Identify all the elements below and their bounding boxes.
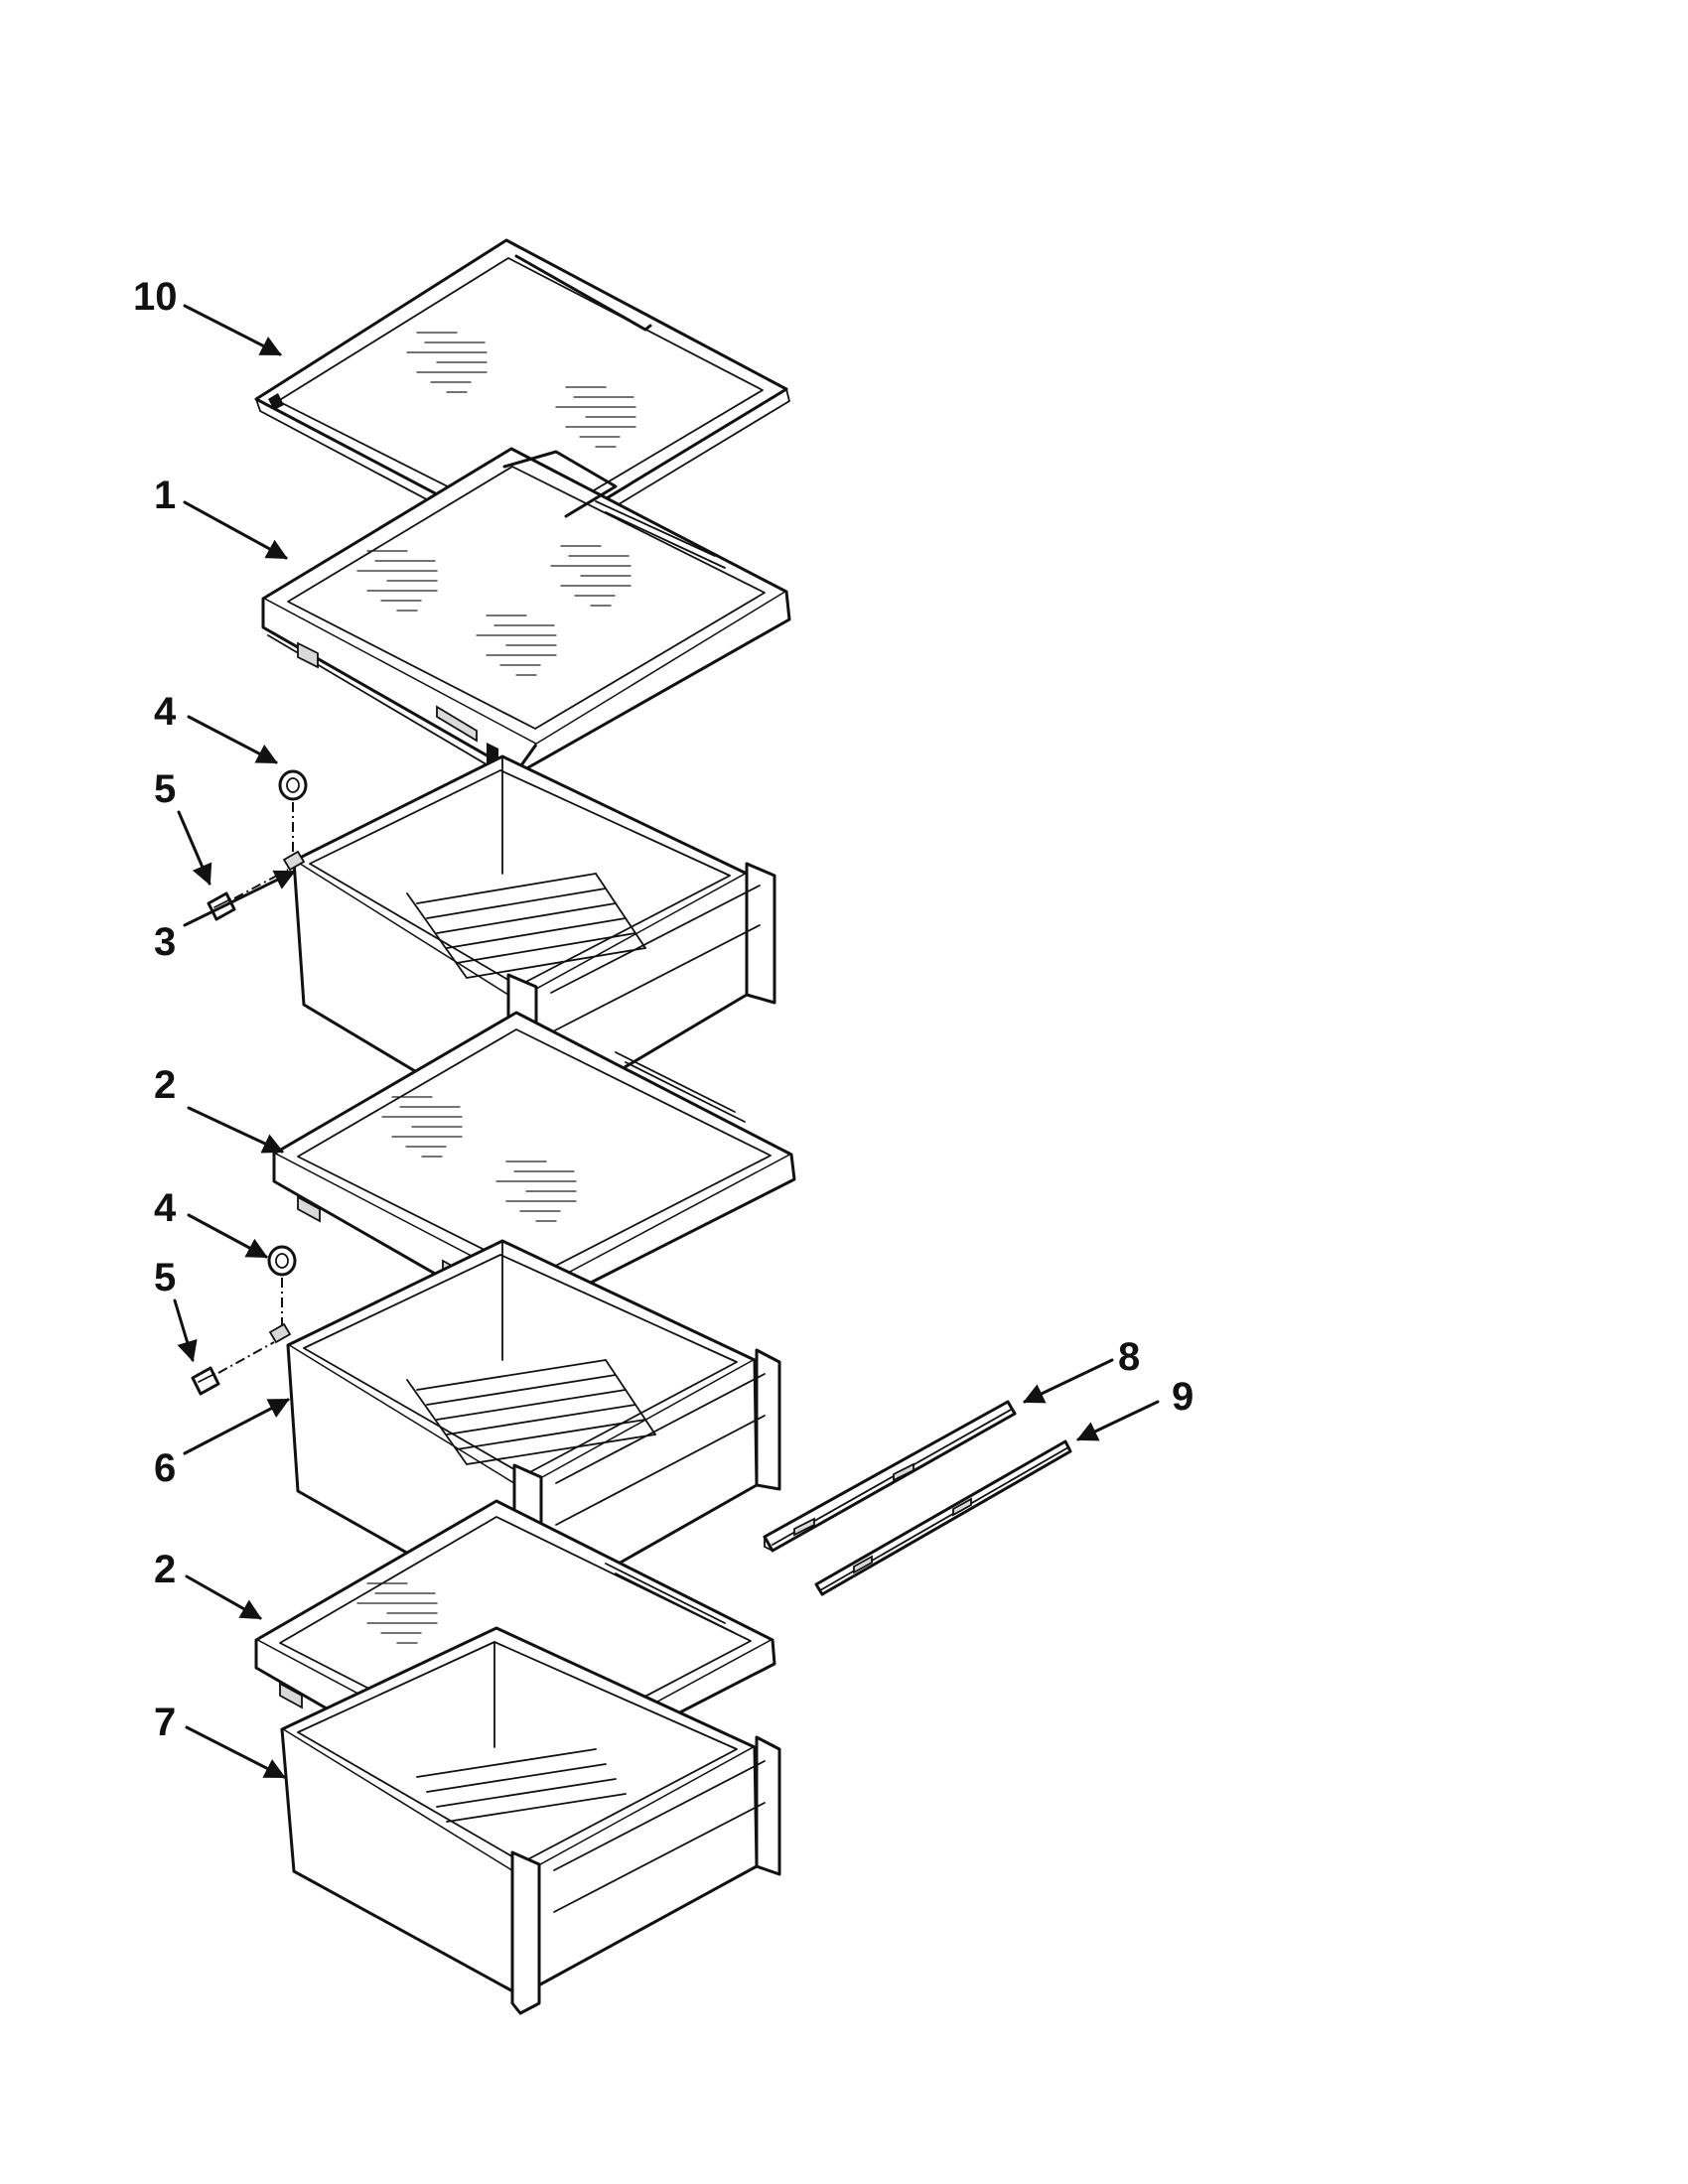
shelf-part-1 [261,447,791,777]
leader-5a [177,810,212,886]
slide-rail-part-8 [763,1400,1017,1553]
leader-2b [185,1574,262,1620]
callout-5b: 5 [154,1256,176,1299]
leader-3 [183,870,296,927]
callout-1: 1 [154,474,176,517]
roller-part-4-upper [278,769,308,852]
leader-1 [183,500,288,560]
leader-9 [1076,1400,1160,1441]
callout-labels: 10 1 4 5 3 2 4 5 6 8 9 2 7 [133,275,1194,1744]
leader-8 [1023,1358,1114,1404]
callout-2a: 2 [154,1063,176,1107]
bottom-drawer-part-7 [280,1626,781,2015]
leader-7 [185,1725,286,1779]
callout-4a: 4 [154,690,177,734]
leader-2a [187,1106,284,1154]
callout-leaders [173,304,1160,1779]
callout-2b: 2 [154,1548,176,1591]
callout-10: 10 [133,275,178,319]
callout-5a: 5 [154,767,176,811]
callout-6: 6 [154,1446,176,1490]
callout-9: 9 [1172,1375,1194,1419]
leader-4b [187,1213,268,1259]
callout-7: 7 [154,1701,176,1744]
slide-rail-part-9 [814,1439,1072,1596]
pin-part-5-upper [207,850,306,921]
leader-10 [183,304,282,356]
leader-6 [183,1398,290,1455]
callout-4b: 4 [154,1186,177,1230]
callout-3: 3 [154,920,176,964]
leader-5b [173,1298,198,1363]
pin-part-5-lower [191,1322,292,1396]
leader-4a [187,715,278,764]
callout-8: 8 [1118,1335,1140,1379]
roller-part-4-lower [267,1245,297,1330]
